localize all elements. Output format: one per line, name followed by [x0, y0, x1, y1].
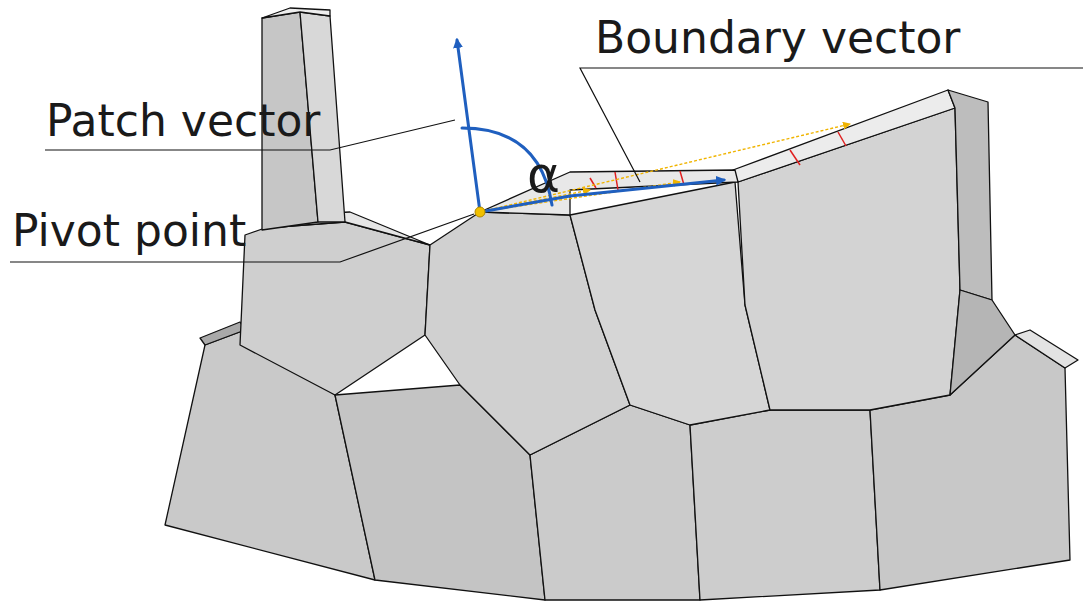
- angle-label: α: [527, 148, 560, 203]
- callout-label: Patch vector: [46, 97, 320, 145]
- callout-label: Pivot point: [12, 207, 246, 255]
- callout-label: Boundary vector: [595, 14, 960, 62]
